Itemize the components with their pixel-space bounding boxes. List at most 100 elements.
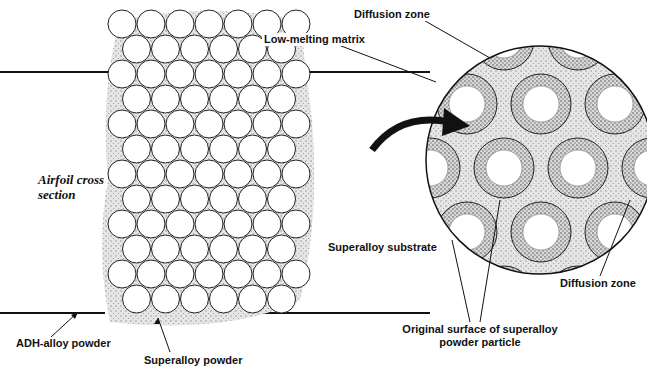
powder-particle (282, 210, 310, 238)
powder-particle (166, 60, 194, 88)
powder-particle (282, 110, 310, 138)
powder-particle (166, 260, 194, 288)
powder-particle (195, 160, 223, 188)
diffusion-zone-ring (400, 266, 460, 326)
powder-particle (123, 85, 151, 113)
diffusion-zone-ring (548, 138, 608, 198)
part-label: Original surface of superalloy powder pa… (393, 323, 567, 349)
powder-particle (108, 210, 136, 238)
particle-core (338, 150, 374, 186)
powder-particle (152, 185, 180, 213)
powder-particle (268, 285, 296, 313)
powder-particle (239, 285, 267, 313)
powder-particle (239, 235, 267, 263)
powder-particle (268, 135, 296, 163)
diffusion-zone-ring (474, 266, 534, 326)
powder-particle (123, 235, 151, 263)
powder-particle (137, 10, 165, 38)
powder-particle (253, 260, 281, 288)
powder-particle (137, 60, 165, 88)
particle-core (338, 278, 374, 314)
powder-particle (181, 285, 209, 313)
powder-particle (210, 185, 238, 213)
powder-particle (181, 35, 209, 63)
powder-particle (108, 10, 136, 38)
powder-particle (210, 85, 238, 113)
particle-core (560, 150, 596, 186)
particle-core (412, 278, 448, 314)
powder-particle (152, 85, 180, 113)
powder-particle (253, 160, 281, 188)
powder-particle (152, 135, 180, 163)
particle-core (412, 150, 448, 186)
particle-core (523, 214, 559, 250)
particle-core (486, 150, 522, 186)
diffusion-zone-ring (474, 138, 534, 198)
airfoil-wall (0, 72, 430, 313)
part-label: Diffusion zone (558, 277, 638, 290)
powder-particle (253, 60, 281, 88)
part-label: Superalloy substrate (326, 241, 439, 254)
diffusion-zone-ring (437, 202, 497, 262)
powder-particle (224, 210, 252, 238)
powder-particle (166, 210, 194, 238)
powder-particle (268, 235, 296, 263)
powder-particle (181, 135, 209, 163)
powder-particle (137, 160, 165, 188)
powder-particle (108, 60, 136, 88)
particle-core (597, 342, 633, 374)
powder-particle (108, 160, 136, 188)
magnified-view (326, 0, 647, 374)
powder-particle (268, 185, 296, 213)
diffusion-zone-ring (326, 266, 386, 326)
powder-particle (195, 60, 223, 88)
diffusion-zone-ring (511, 74, 571, 134)
powder-particle (152, 35, 180, 63)
powder-cluster (108, 10, 310, 313)
powder-particle (282, 260, 310, 288)
powder-particle (166, 160, 194, 188)
powder-particle (210, 235, 238, 263)
diffusion-zone-ring (548, 10, 608, 70)
powder-particle (181, 235, 209, 263)
powder-particle (282, 60, 310, 88)
powder-particle (152, 235, 180, 263)
powder-particle (123, 285, 151, 313)
powder-particle (123, 135, 151, 163)
powder-particle (224, 10, 252, 38)
powder-particle (137, 260, 165, 288)
powder-particle (123, 35, 151, 63)
powder-particle (210, 135, 238, 163)
particle-core (597, 86, 633, 122)
diffusion-zone-ring (585, 330, 645, 374)
diffusion-zone-ring (622, 10, 647, 70)
part-label: Diffusion zone (352, 8, 432, 21)
powder-particle (108, 260, 136, 288)
powder-particle (282, 160, 310, 188)
powder-particle (210, 35, 238, 63)
part-label: ADH-alloy powder (14, 337, 113, 350)
powder-particle (268, 85, 296, 113)
leader-line (50, 18, 630, 352)
particle-core (449, 214, 485, 250)
low-melting-matrix (102, 11, 314, 326)
powder-particle (181, 185, 209, 213)
diffusion-zone-ring (622, 138, 647, 198)
powder-particle (224, 160, 252, 188)
particle-core (375, 86, 411, 122)
diffusion-zone-ring (548, 266, 608, 326)
powder-particle (210, 285, 238, 313)
powder-particle (253, 110, 281, 138)
diffusion-zone-ring (622, 266, 647, 326)
powder-particle (181, 85, 209, 113)
powder-particle (239, 135, 267, 163)
powder-particle (224, 260, 252, 288)
powder-particle (195, 260, 223, 288)
diffusion-zone-ring (585, 74, 645, 134)
powder-particle (108, 110, 136, 138)
powder-particle (123, 185, 151, 213)
powder-particle (152, 285, 180, 313)
powder-particle (195, 110, 223, 138)
arrow-head (154, 318, 160, 324)
diffusion-zone-ring (585, 202, 645, 262)
